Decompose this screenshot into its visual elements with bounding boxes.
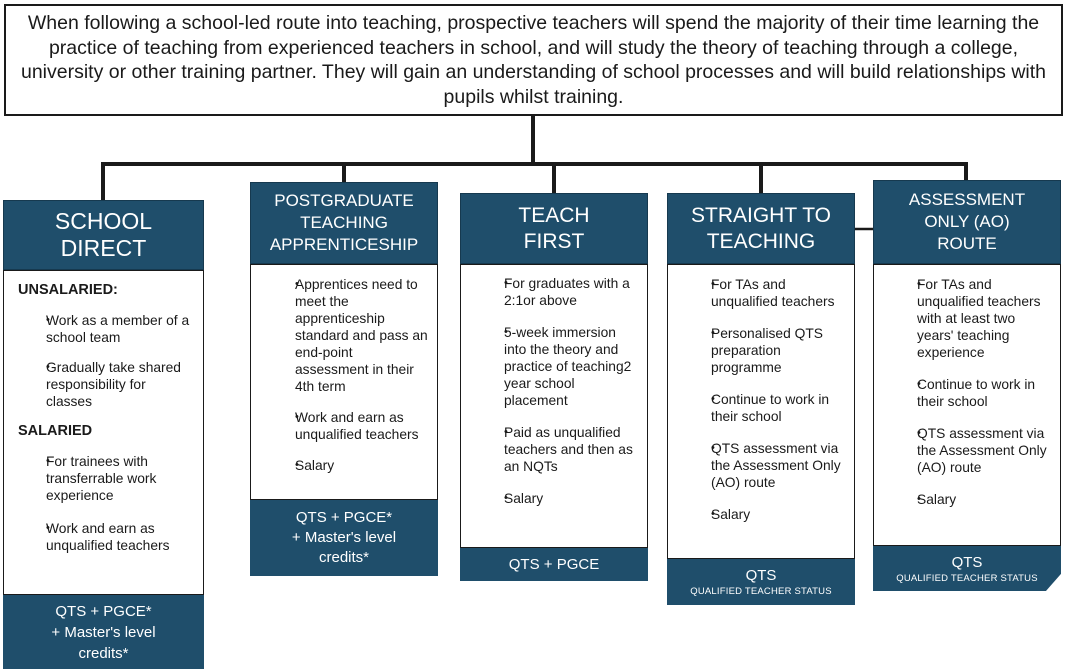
teach-first-footer-label: QTS + PGCE <box>508 555 600 573</box>
assessment-only-footer-sub: QUALIFIED TEACHER STATUS <box>896 572 1038 584</box>
list-item: Salary <box>475 490 639 507</box>
list-item: Work and earn as unqualified teachers <box>265 409 429 443</box>
assessment-only-body: For TAs and unqualified teachers with at… <box>873 264 1061 546</box>
school-direct-footer-line1: QTS + PGCE* <box>55 602 152 620</box>
list-item: Salary <box>888 491 1052 508</box>
pg-apprenticeship-footer: QTS + PGCE* + Master's level credits* <box>250 500 438 576</box>
pg-apprenticeship-body: Apprentices need to meet the apprentices… <box>250 264 438 500</box>
pg-apprenticeship-header: POSTGRADUATE TEACHING APPRENTICESHIP <box>250 182 438 264</box>
straight-to-teaching-footer: QTS QUALIFIED TEACHER STATUS <box>667 559 855 605</box>
pg-apprenticeship-title-line2: TEACHING <box>300 213 388 232</box>
school-direct-footer-line3: credits* <box>78 644 129 662</box>
pg-apprenticeship-footer-line1: QTS + PGCE* <box>295 509 393 526</box>
straight-to-teaching-body: For TAs and unqualified teachers Persona… <box>667 264 855 559</box>
teach-first-footer: QTS + PGCE <box>460 548 648 581</box>
teach-first-title-line2: FIRST <box>523 229 585 253</box>
list-item: Continue to work in their school <box>888 376 1052 410</box>
list-item: Work as a member of a school team <box>18 312 191 346</box>
pg-apprenticeship-title-line1: POSTGRADUATE <box>274 191 414 210</box>
list-item: 5-week immersion into the theory and pra… <box>475 324 639 409</box>
assessment-only-title-line2: ONLY (AO) <box>924 212 1010 231</box>
salaried-heading: SALARIED <box>18 423 93 439</box>
assessment-only-footer: QTS QUALIFIED TEACHER STATUS <box>873 546 1061 591</box>
teach-first-body: For graduates with a 2:1or above 5-week … <box>460 264 648 548</box>
list-item: Apprentices need to meet the apprentices… <box>265 276 429 395</box>
school-direct-header: SCHOOL DIRECT <box>3 200 204 270</box>
list-item: Salary <box>682 506 846 523</box>
straight-to-teaching-title-line2: TEACHING <box>706 229 816 253</box>
list-item: Continue to work in their school <box>682 391 846 425</box>
teach-first-header: TEACH FIRST <box>460 193 648 264</box>
list-item: Salary <box>265 457 429 474</box>
straight-to-teaching-footer-sub: QUALIFIED TEACHER STATUS <box>690 586 832 597</box>
pg-apprenticeship-footer-line3: credits* <box>318 549 370 566</box>
assessment-only-header: ASSESSMENT ONLY (AO) ROUTE <box>873 180 1061 264</box>
school-direct-body: UNSALARIED: Work as a member of a school… <box>3 270 204 595</box>
straight-to-teaching-title-line1: STRAIGHT TO <box>690 203 832 227</box>
pg-apprenticeship-title-line3: APPRENTICESHIP <box>269 235 419 254</box>
intro-text: When following a school-led route into t… <box>20 12 1047 108</box>
assessment-only-title-line3: ROUTE <box>937 234 997 253</box>
list-item: For TAs and unqualified teachers with at… <box>888 276 1052 361</box>
list-item: QTS assessment via the Assessment Only (… <box>888 425 1052 476</box>
straight-to-teaching-header: STRAIGHT TO TEACHING <box>667 193 855 264</box>
pg-apprenticeship-footer-line2: + Master's level <box>291 529 397 546</box>
assessment-only-title-line1: ASSESSMENT <box>908 190 1026 209</box>
list-item: Personalised QTS preparation programme <box>682 325 846 376</box>
unsalaried-heading: UNSALARIED: <box>18 282 118 298</box>
school-direct-title-line2: DIRECT <box>60 235 147 261</box>
list-item: Work and earn as unqualified teachers <box>18 520 191 554</box>
intro-statement: When following a school-led route into t… <box>4 4 1063 116</box>
school-direct-footer-line2: + Master's level <box>51 623 156 641</box>
school-direct-title-line1: SCHOOL <box>54 208 153 234</box>
straight-to-teaching-footer-label: QTS <box>745 567 777 584</box>
list-item: QTS assessment via the Assessment Only (… <box>682 440 846 491</box>
list-item: For graduates with a 2:1or above <box>475 275 639 309</box>
list-item: Paid as unqualified teachers and then as… <box>475 424 639 475</box>
list-item: Gradually take shared responsibility for… <box>18 359 191 410</box>
school-direct-footer: QTS + PGCE* + Master's level credits* <box>3 595 204 669</box>
list-item: For TAs and unqualified teachers <box>682 276 846 310</box>
assessment-only-footer-label: QTS <box>951 553 983 571</box>
teach-first-title-line1: TEACH <box>518 203 590 227</box>
list-item: For trainees with transferrable work exp… <box>18 453 191 504</box>
